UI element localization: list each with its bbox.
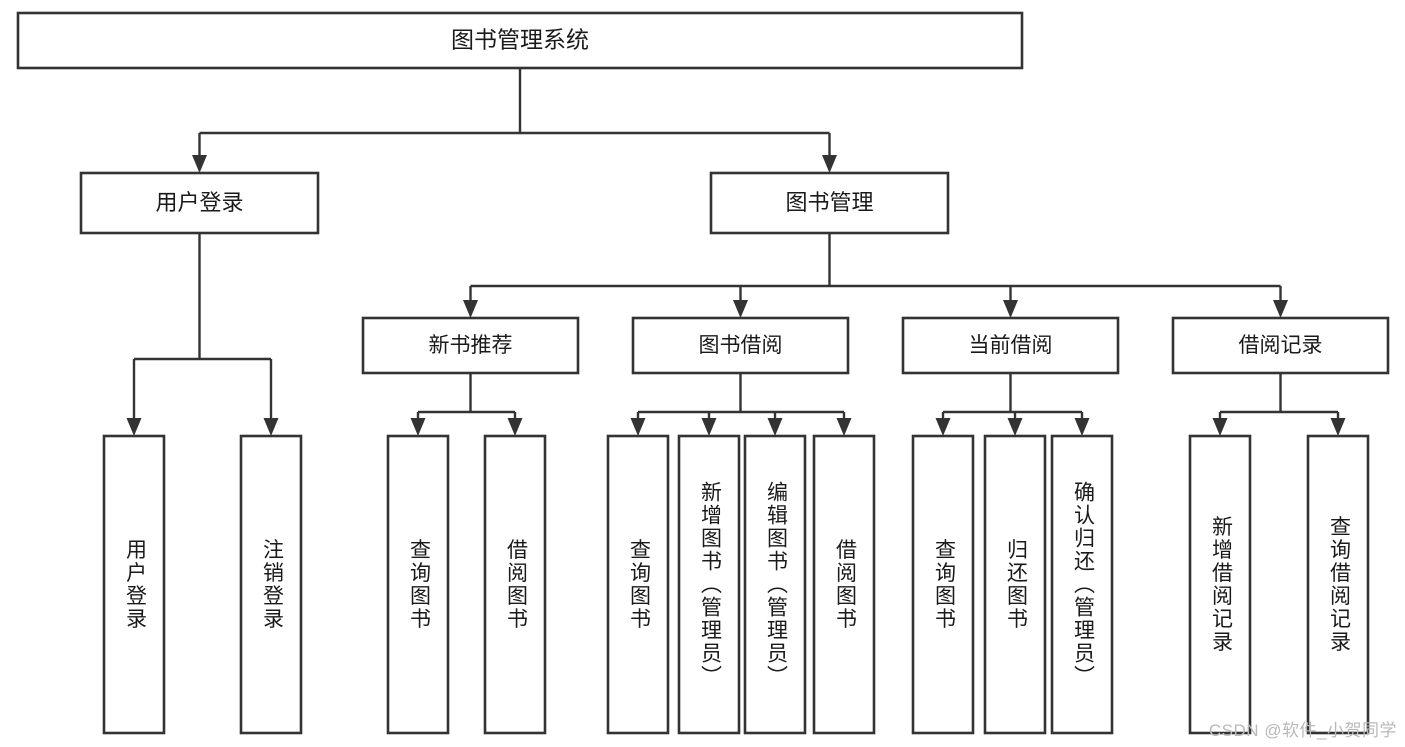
arrow-head <box>463 300 478 318</box>
arrow-head <box>935 418 951 436</box>
arrow-head <box>1330 418 1346 436</box>
arrow-head <box>630 418 646 436</box>
arrow-head <box>1212 418 1228 436</box>
arrow-head <box>701 418 717 436</box>
arrow-head <box>836 418 852 436</box>
node-leaf-query-book-3[interactable]: 查询图书 <box>911 434 975 735</box>
node-current-borrow[interactable]: 当前借阅 <box>901 316 1120 375</box>
node-label: 查询图书 <box>933 539 957 631</box>
arrow-head <box>1007 418 1023 436</box>
node-box <box>79 171 320 235</box>
arrow-head <box>410 418 426 436</box>
node-label: 借阅图书 <box>834 539 858 631</box>
node-box <box>743 434 807 735</box>
arrow-head <box>126 418 142 436</box>
watermark-text: CSDN @软件_小贺同学 <box>1208 721 1397 740</box>
node-leaf-query-book-1[interactable]: 查询图书 <box>386 434 450 735</box>
connector-line <box>941 373 1084 418</box>
node-leaf-borrow-book-2[interactable]: 借阅图书 <box>812 434 876 735</box>
node-user-login[interactable]: 用户登录 <box>79 171 320 235</box>
node-box <box>1306 434 1370 735</box>
node-box <box>677 434 741 735</box>
arrow-head <box>263 418 279 436</box>
node-box <box>239 434 303 735</box>
node-leaf-borrow-book-1[interactable]: 借阅图书 <box>483 434 547 735</box>
node-label: 图书借阅 <box>699 334 783 357</box>
node-leaf-confirm-return[interactable]: 确认归还（管理员） <box>1050 434 1114 735</box>
node-box <box>1171 316 1390 375</box>
edge-root-to-level1 <box>192 68 837 173</box>
node-label: 用户登录 <box>155 190 243 215</box>
node-box <box>1188 434 1252 735</box>
node-label: 注销登录 <box>261 539 285 631</box>
node-box <box>812 434 876 735</box>
node-box <box>16 11 1024 70</box>
node-leaf-add-record[interactable]: 新增借阅记录 <box>1188 434 1252 735</box>
connector-layer <box>126 68 1346 436</box>
node-box <box>102 434 166 735</box>
node-label: 查询图书 <box>408 539 432 631</box>
edge-borrowrecord-to-leaves <box>1212 373 1346 436</box>
node-leaf-query-record[interactable]: 查询借阅记录 <box>1306 434 1370 735</box>
connector-line <box>132 233 273 418</box>
arrow-head <box>1074 418 1090 436</box>
node-label: 图书管理系统 <box>451 27 589 53</box>
node-new-book-rec[interactable]: 新书推荐 <box>361 316 580 375</box>
node-box <box>709 171 950 235</box>
node-leaf-user-logout[interactable]: 注销登录 <box>239 434 303 735</box>
arrow-head <box>192 155 207 173</box>
arrow-head <box>1273 300 1288 318</box>
edge-currentborrow-to-leaves <box>935 373 1090 436</box>
arrow-head <box>507 418 523 436</box>
edge-newbookrec-to-leaves <box>410 373 523 436</box>
arrow-head <box>1003 300 1018 318</box>
node-box <box>386 434 450 735</box>
node-label: 编辑图书（管理员） <box>765 481 789 688</box>
node-box <box>901 316 1120 375</box>
connector-line <box>416 373 517 418</box>
arrow-head <box>822 155 837 173</box>
node-label: 借阅图书 <box>505 539 529 631</box>
node-box <box>1050 434 1114 735</box>
node-box <box>606 434 670 735</box>
arrow-head <box>733 300 748 318</box>
node-label: 当前借阅 <box>969 334 1053 357</box>
node-box <box>983 434 1047 735</box>
node-book-borrow[interactable]: 图书借阅 <box>631 316 850 375</box>
edge-bookborrow-to-leaves <box>630 373 852 436</box>
node-label: 查询图书 <box>628 539 652 631</box>
arrow-head <box>767 418 783 436</box>
node-leaf-return-book[interactable]: 归还图书 <box>983 434 1047 735</box>
node-label: 新书推荐 <box>429 334 513 357</box>
node-label: 借阅记录 <box>1239 334 1323 357</box>
node-leaf-user-login[interactable]: 用户登录 <box>102 434 166 735</box>
node-label: 新增借阅记录 <box>1210 516 1234 654</box>
node-label: 用户登录 <box>124 539 148 631</box>
node-label: 新增图书（管理员） <box>699 481 723 688</box>
connector-line <box>636 373 846 418</box>
node-book-manage[interactable]: 图书管理 <box>709 171 950 235</box>
node-box <box>483 434 547 735</box>
node-root[interactable]: 图书管理系统 <box>16 11 1024 70</box>
connector-line <box>469 233 1282 300</box>
node-box <box>911 434 975 735</box>
node-layer: 图书管理系统用户登录图书管理新书推荐图书借阅当前借阅借阅记录用户登录注销登录查询… <box>16 11 1390 735</box>
node-label: 归还图书 <box>1005 539 1029 631</box>
node-label: 确认归还（管理员） <box>1072 481 1096 688</box>
edge-bookmanage-to-level2 <box>463 233 1288 318</box>
connector-line <box>198 68 831 155</box>
edge-userlogin-to-leaves <box>126 233 279 436</box>
node-label: 图书管理 <box>785 190 873 215</box>
node-box <box>631 316 850 375</box>
connector-line <box>1218 373 1340 418</box>
node-box <box>361 316 580 375</box>
node-borrow-record[interactable]: 借阅记录 <box>1171 316 1390 375</box>
node-leaf-edit-book[interactable]: 编辑图书（管理员） <box>743 434 807 735</box>
node-label: 查询借阅记录 <box>1328 516 1352 654</box>
node-leaf-query-book-2[interactable]: 查询图书 <box>606 434 670 735</box>
node-leaf-add-book[interactable]: 新增图书（管理员） <box>677 434 741 735</box>
